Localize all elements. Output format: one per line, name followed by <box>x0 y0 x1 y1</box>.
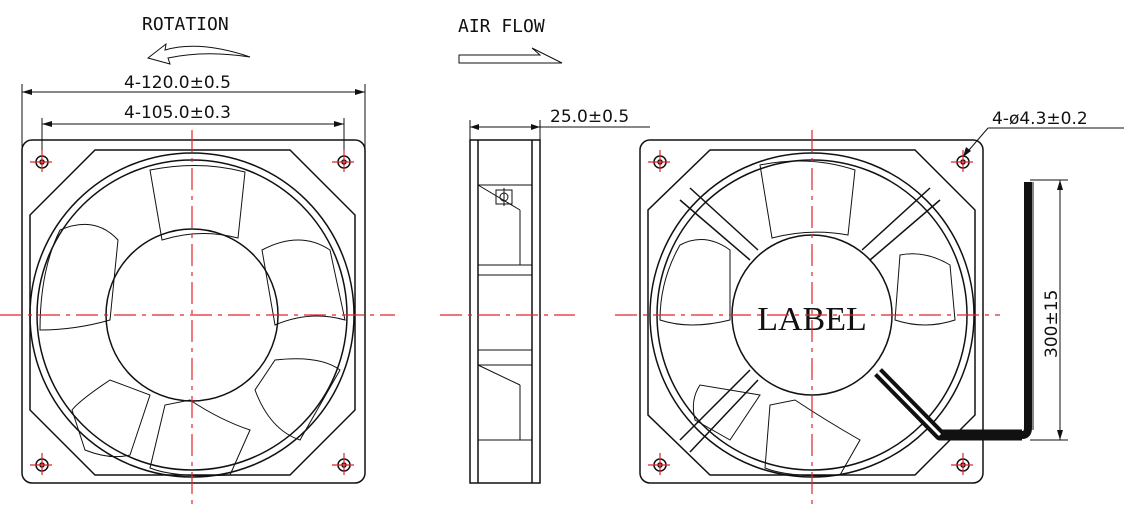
side-view: 25.0±0.5 <box>440 107 650 484</box>
front-view: 4-120.0±0.5 4-105.0±0.3 <box>0 73 395 510</box>
back-view: 4-ø4.3±0.2 LABEL <box>615 109 1124 510</box>
hole-diameter-label: 4-ø4.3±0.2 <box>992 109 1088 129</box>
air-flow-arrow-icon <box>458 47 563 64</box>
screw-symbol-icon <box>495 188 513 206</box>
overall-size-label: 4-120.0±0.5 <box>124 73 231 93</box>
air-flow-label: AIR FLOW <box>458 16 545 37</box>
rotation-arrow-icon <box>146 42 251 65</box>
hole-spacing-label: 4-105.0±0.3 <box>124 103 231 123</box>
thickness-label: 25.0±0.5 <box>550 107 629 127</box>
lead-length-label: 300±15 <box>1042 290 1062 358</box>
lead-wires <box>874 182 1034 441</box>
rotation-label: ROTATION <box>142 14 229 35</box>
